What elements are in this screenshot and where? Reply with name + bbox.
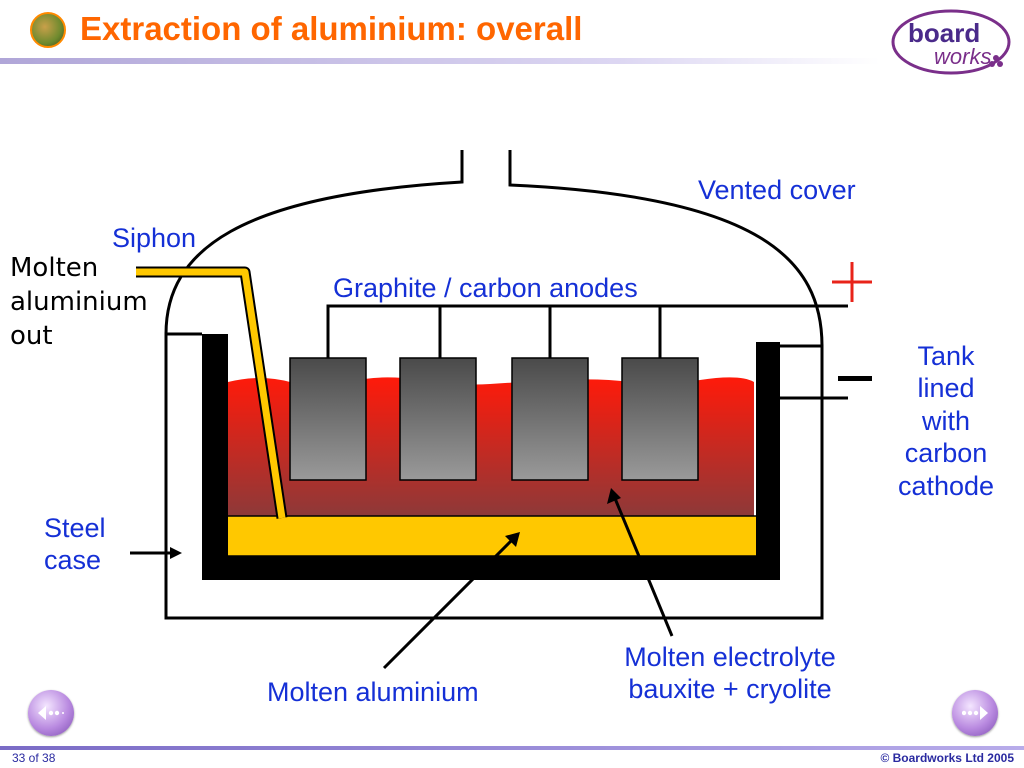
- next-slide-button[interactable]: [952, 690, 998, 736]
- footer-divider: [0, 746, 1024, 750]
- steel-case-label: Steel case: [44, 512, 106, 577]
- copyright-text: © Boardworks Ltd 2005: [880, 751, 1014, 765]
- previous-slide-button[interactable]: [28, 690, 74, 736]
- molten-aluminium-out-line-3: out: [10, 320, 53, 351]
- vented-cover-right: [508, 150, 824, 347]
- minus-sign: [838, 376, 872, 381]
- molten-aluminium-arrowhead: [505, 532, 520, 547]
- molten-electrolyte-label: Molten electrolyte bauxite + cryolite: [590, 641, 870, 706]
- siphon-label: Siphon: [112, 223, 197, 253]
- vented-cover-label: Vented cover: [698, 175, 856, 205]
- logo-text-board: board: [908, 18, 980, 48]
- molten-electrolyte-line-1: Molten electrolyte: [624, 642, 836, 672]
- carbon-anode-2: [399, 357, 477, 481]
- page-indicator: 33 of 38: [12, 751, 56, 765]
- steel-case-outline: [164, 332, 824, 620]
- molten-aluminium-out-line-2: aluminium: [10, 286, 148, 317]
- slide-topic-icon: [30, 12, 66, 48]
- tank-lined-line-3: with: [921, 405, 970, 436]
- carbon-anode-4: [621, 357, 699, 481]
- steel-case-line-2: case: [44, 545, 102, 576]
- graphite-anodes-label: Graphite / carbon anodes: [333, 273, 638, 303]
- steel-case-line-1: Steel: [44, 513, 106, 543]
- tank-lined-line-4: carbon: [904, 438, 988, 469]
- carbon-anode-1: [289, 357, 367, 481]
- page-title: Extraction of aluminium: overall: [80, 10, 583, 47]
- electrolyte-arrow: [612, 495, 674, 637]
- vented-cover: [164, 150, 464, 335]
- tank-lined-line-1: Tank: [917, 341, 975, 371]
- tank-lined-line-2: lined: [917, 373, 975, 404]
- molten-aluminium-arrow: [382, 536, 516, 670]
- steel-case-arrowhead: [170, 547, 182, 559]
- molten-electrolyte-line-2: bauxite + cryolite: [628, 674, 832, 705]
- carbon-anode-3: [511, 357, 589, 481]
- next-arrow-icon: [962, 706, 988, 720]
- siphon-tube-fill: [136, 268, 286, 519]
- molten-aluminium-out-line-1: Molten: [10, 253, 99, 283]
- boardworks-logo: board works: [891, 9, 1011, 75]
- prev-arrow-icon: [38, 706, 64, 720]
- logo-text-works: works: [934, 44, 991, 69]
- molten-aluminium-label: Molten aluminium: [267, 677, 479, 707]
- tank-lined-line-5: cathode: [897, 470, 995, 501]
- electrolyte-arrowhead: [607, 488, 621, 504]
- molten-aluminium-out-label: Molten aluminium out: [10, 252, 148, 353]
- molten-aluminium-layer: [223, 515, 761, 557]
- title-divider: [0, 58, 880, 64]
- plus-sign: [832, 262, 872, 302]
- tank-lined-label: Tank lined with carbon cathode: [884, 340, 1008, 502]
- anode-bus-bar: [326, 304, 848, 358]
